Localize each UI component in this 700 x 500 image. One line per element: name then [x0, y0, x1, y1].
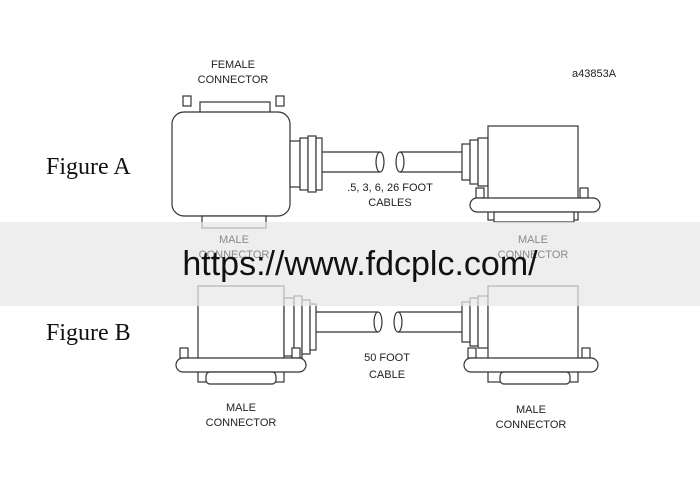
figure-a: Figure A FEMALE CONNECTOR .5, 3, 6, 26 F… — [46, 59, 601, 229]
male-connector-a-right — [461, 125, 601, 223]
cable-a-label-line1: .5, 3, 6, 26 FOOT — [347, 182, 433, 194]
watermark-overlay: MALE CONNECTOR MALE CONNECTOR https://ww… — [0, 222, 700, 306]
figure-a-label: Figure A — [46, 154, 131, 180]
male-connector-b-left-label-line1: MALE — [226, 402, 256, 414]
male-connector-b-right-label-line2: CONNECTOR — [496, 419, 567, 431]
figure-b: Figure B 50 FOOT CABLE — [46, 285, 599, 431]
cable-b — [316, 311, 462, 333]
cable-a-label-line2: CABLES — [368, 197, 411, 209]
male-connector-a-left-label-line2: CONNECTOR — [199, 249, 270, 261]
male-connector-b-right-label-line1: MALE — [516, 404, 546, 416]
male-connector-a-left-label-line1: MALE — [219, 234, 249, 246]
cable-b-label-line2: CABLE — [369, 369, 405, 381]
figure-b-label: Figure B — [46, 320, 131, 346]
female-connector-label-line2: CONNECTOR — [198, 74, 269, 86]
cable-a — [322, 151, 462, 173]
male-connector-a-right-label-line1: MALE — [518, 234, 548, 246]
figure-id: a43853A — [572, 68, 617, 80]
cable-b-label-line1: 50 FOOT — [364, 352, 410, 364]
watermark-text: https://www.fdcplc.com/ — [182, 245, 538, 283]
female-connector-a — [171, 95, 323, 229]
watermark-band — [0, 222, 700, 306]
female-connector-label-line1: FEMALE — [211, 59, 255, 71]
male-connector-b-left-label-line2: CONNECTOR — [206, 417, 277, 429]
male-connector-a-right-label-line2: CONNECTOR — [498, 249, 569, 261]
